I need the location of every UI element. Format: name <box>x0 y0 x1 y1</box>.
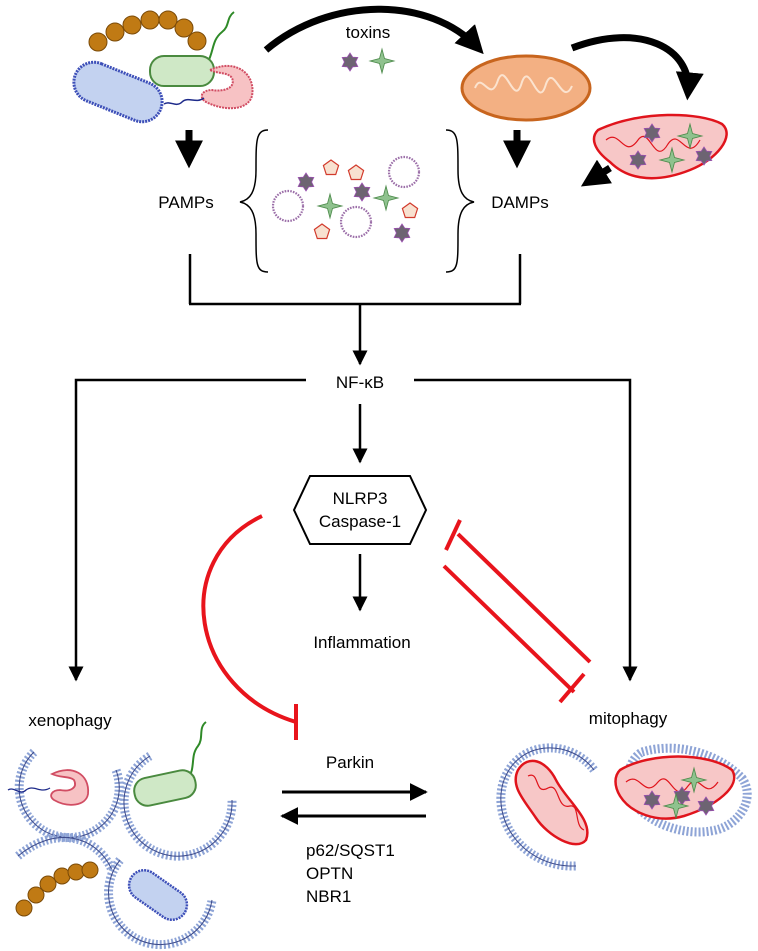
left-brace <box>239 129 269 273</box>
reversible-arrows <box>280 783 428 825</box>
autophagosome-icon <box>7 748 124 842</box>
toxins-label: toxins <box>346 23 390 42</box>
parkin-label: Parkin <box>326 753 374 772</box>
mitophagy-autophagosomes <box>496 743 752 871</box>
damaged-mitochondrion-icon <box>614 743 752 837</box>
curved-bacterium-pink-icon <box>163 64 254 110</box>
caspase1-label: Caspase-1 <box>319 512 401 531</box>
autophagosome-icon <box>119 721 237 861</box>
vesicle-icon <box>339 205 373 239</box>
bacteria-cluster-icon <box>72 10 254 124</box>
right-brace <box>445 129 475 273</box>
receptor-optn: OPTN <box>306 864 353 883</box>
vesicle-icon <box>387 155 421 189</box>
toxin-cross-icon <box>369 48 395 74</box>
nlrp3-label: NLRP3 <box>333 489 388 508</box>
curved-arrow-bacteria-to-mito <box>263 5 484 55</box>
xenophagy-autophagosomes <box>7 721 237 950</box>
receptor-nbr1: NBR1 <box>306 887 351 906</box>
curved-arrow-mito-to-damaged <box>570 34 704 101</box>
nfkb-label: NF-κB <box>336 373 384 392</box>
autophagosome-icon <box>15 833 117 917</box>
xenophagy-label: xenophagy <box>28 711 112 730</box>
rod-bacterium-blue-icon <box>72 60 164 124</box>
inflammation-label: Inflammation <box>313 633 410 652</box>
convergence-lines <box>188 254 522 366</box>
mitophagy-label: mitophagy <box>589 709 668 728</box>
nlrp3-caspase1-complex: NLRP3 Caspase-1 <box>292 475 428 545</box>
mutual-inhibition-nlrp3-mitophagy <box>442 519 592 704</box>
vesicle-icon <box>271 189 305 223</box>
arrow-damaged-to-damps <box>580 159 613 187</box>
molecules-group <box>271 155 421 243</box>
receptor-p62: p62/SQST1 <box>306 841 395 860</box>
damps-label: DAMPs <box>491 193 549 212</box>
side-branch-lines <box>68 378 638 682</box>
pamps-label: PAMPs <box>158 193 213 212</box>
damaged-mitochondrion-icon <box>592 113 728 180</box>
autophagosome-icon <box>496 743 598 871</box>
coccus-chain-icon <box>88 10 207 52</box>
toxin-star-icon <box>341 52 359 72</box>
mitochondrion-icon <box>460 54 592 122</box>
autophagosome-icon <box>104 857 217 950</box>
inhibition-nlrp3-to-parkin <box>201 514 298 740</box>
flagellated-bacterium-green-icon <box>149 11 235 87</box>
